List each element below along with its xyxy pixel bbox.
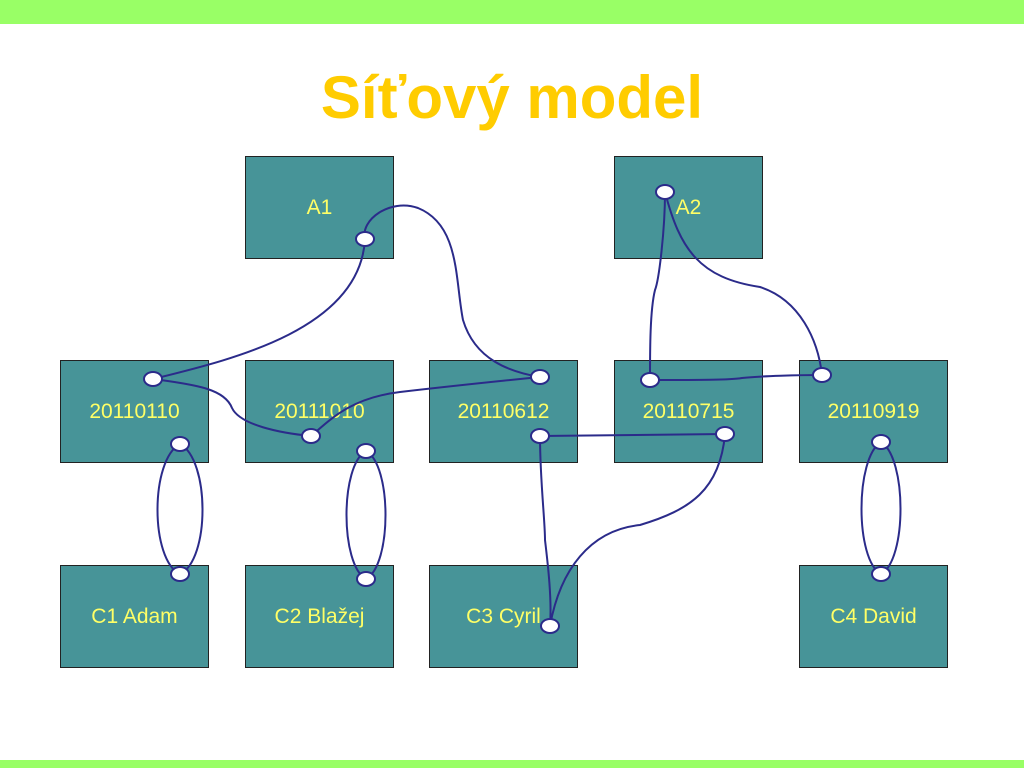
member-label-c3: C3 Cyril: [466, 604, 541, 628]
top-accent-band: [0, 0, 1024, 24]
member-box-c1: C1 Adam: [60, 565, 209, 668]
member-box-c3: C3 Cyril: [429, 565, 578, 668]
connector-node: [871, 566, 891, 582]
owner-label-a1: A1: [306, 195, 333, 219]
record-label-20110110: 20110110: [89, 399, 180, 423]
connector-node: [655, 184, 675, 200]
link-20110715-20110919: [649, 374, 823, 381]
record-label-20110612: 20110612: [457, 399, 550, 423]
connector-node: [540, 618, 560, 634]
connector-node: [356, 443, 376, 459]
link-20110919-c4: [860, 441, 902, 576]
bottom-accent-band: [0, 760, 1024, 768]
link-20110110-c1: [156, 443, 204, 576]
connector-node: [530, 369, 550, 385]
link-a1-20110612: [363, 204, 541, 378]
record-label-20111010: 20111010: [274, 399, 365, 423]
link-20110612-c3: [539, 435, 552, 627]
record-box-20110612: 20110612: [429, 360, 578, 463]
link-a1-20110110: [152, 238, 366, 380]
link-20111010-20110612: [310, 376, 541, 437]
slide-title: Síťový model: [320, 64, 704, 131]
connector-node: [170, 436, 190, 452]
link-20110612-20110715: [539, 433, 726, 437]
connector-node: [715, 426, 735, 442]
member-label-c2: C2 Blažej: [274, 604, 365, 628]
connector-node: [356, 571, 376, 587]
connector-node: [143, 371, 163, 387]
owner-box-a2: A2: [614, 156, 763, 259]
link-20110715-c3: [549, 433, 726, 627]
link-20110110-20111010: [152, 378, 312, 437]
connector-node: [640, 372, 660, 388]
connector-node: [301, 428, 321, 444]
record-label-20110715: 20110715: [642, 399, 735, 423]
connector-node: [812, 367, 832, 383]
member-label-c1: C1 Adam: [91, 604, 178, 628]
connector-node: [530, 428, 550, 444]
member-label-c4: C4 David: [830, 604, 917, 628]
member-box-c4: C4 David: [799, 565, 948, 668]
connector-node: [170, 566, 190, 582]
link-a2-20110919: [664, 191, 823, 376]
owner-label-a2: A2: [675, 195, 702, 219]
record-label-20110919: 20110919: [827, 399, 920, 423]
link-20111010-c2: [345, 450, 387, 581]
connector-node: [871, 434, 891, 450]
link-a2-20110715: [649, 191, 666, 381]
connector-node: [355, 231, 375, 247]
record-box-20110715: 20110715: [614, 360, 763, 463]
